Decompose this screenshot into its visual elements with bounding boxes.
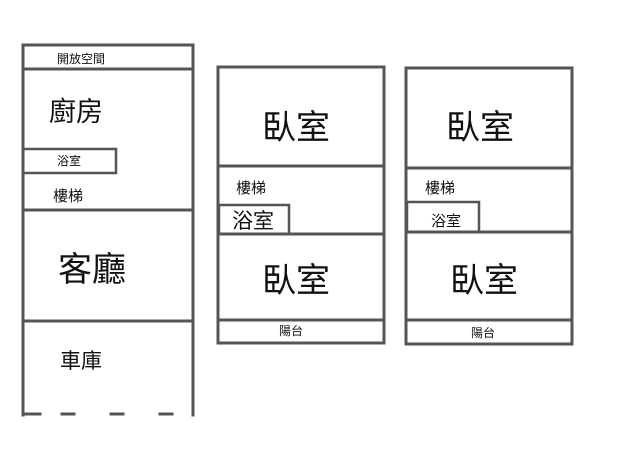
room-label-bedroom: 臥室 <box>262 261 330 301</box>
room-label-balcony: 陽台 <box>471 325 495 340</box>
room-label-living-room: 客廳 <box>58 250 126 290</box>
room-label-stairs: 樓梯 <box>425 179 455 197</box>
room-label-bathroom: 浴室 <box>232 209 274 233</box>
room-label-garage: 車庫 <box>60 349 102 373</box>
room-label-bathroom: 浴室 <box>57 153 81 168</box>
room-label-stairs: 樓梯 <box>236 179 266 197</box>
floor3-bathroom-box <box>405 200 481 234</box>
room-label-stairs: 樓梯 <box>53 187 83 205</box>
room-label-bedroom: 臥室 <box>262 108 330 148</box>
room-label-bedroom: 臥室 <box>446 108 514 148</box>
floor-2-plan: 臥室 樓梯 浴室 臥室 陽台 <box>216 65 386 345</box>
room-label-open-space: 開放空間 <box>57 51 105 66</box>
floor2-bathroom-box <box>217 203 291 236</box>
floor1-bathroom-box <box>21 147 118 175</box>
floor-3-plan: 臥室 樓梯 浴室 臥室 陽台 <box>404 66 574 346</box>
room-label-balcony: 陽台 <box>279 323 303 338</box>
floor-1-plan: 開放空間 廚房 浴室 樓梯 客廳 車庫 <box>21 43 195 417</box>
room-label-kitchen: 廚房 <box>49 97 103 128</box>
room-label-bedroom: 臥室 <box>450 261 518 301</box>
room-label-bathroom: 浴室 <box>431 212 461 230</box>
